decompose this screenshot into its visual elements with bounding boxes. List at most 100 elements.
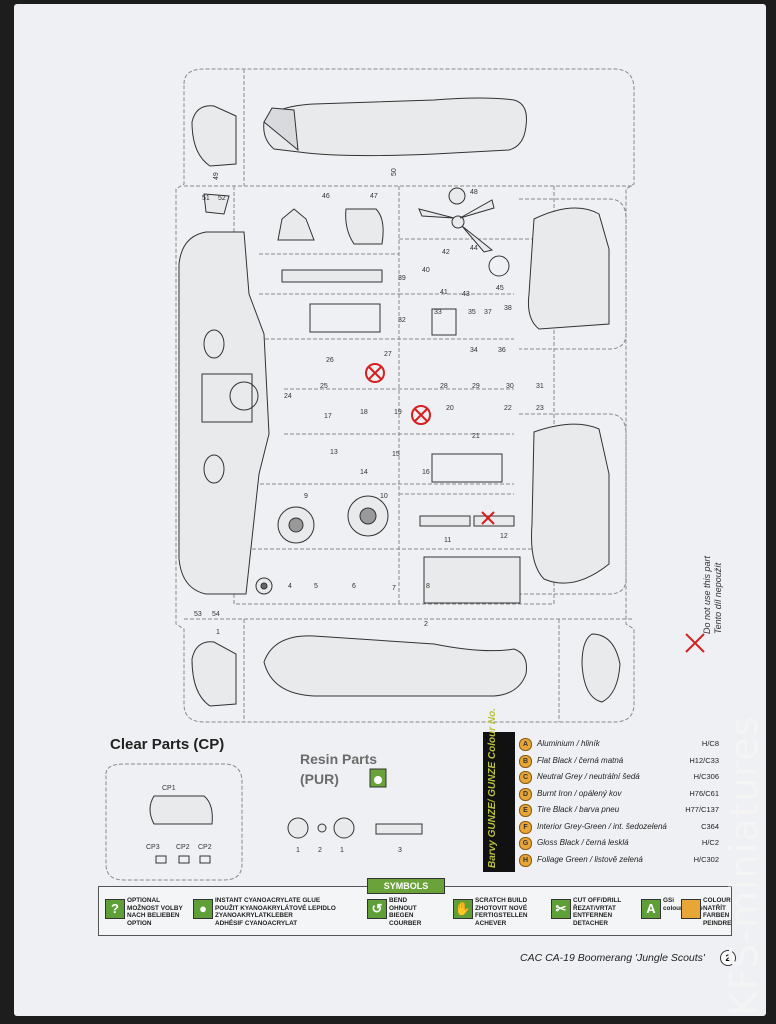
sprue-part-number: 31 <box>536 383 544 390</box>
sprue-part-number: 36 <box>498 347 506 354</box>
colour-name: Neutral Grey / neutrální šedá <box>537 772 640 781</box>
sprue-part-number: 45 <box>496 285 504 292</box>
symbol-line: ADHÉSIF CYANOACRYLAT <box>215 919 298 927</box>
colour-name: Interior Grey-Green / int. šedozelená <box>537 821 667 831</box>
sprue-part-number: 34 <box>470 347 478 354</box>
sprue-part-number: 9 <box>304 493 308 500</box>
symbols-header: SYMBOLS <box>367 878 445 894</box>
colour-code: H76/C61 <box>689 788 719 798</box>
sprue-part-number: 54 <box>212 611 220 618</box>
sprue-part-number: 47 <box>370 193 378 200</box>
sprue-part-number: 1 <box>216 629 220 636</box>
colour-name: Gloss Black / černá lesklá <box>537 838 629 847</box>
sprue-part-number: 15 <box>392 451 400 458</box>
colour-row: F Interior Grey-Green / int. šedozelená C3… <box>519 819 725 836</box>
sprue-part-number: 22 <box>504 405 512 412</box>
colour-badge-icon: A <box>519 738 532 751</box>
symbol-line: ZHOTOVIT NOVÉ <box>475 904 528 912</box>
scratch-build-icon: ✋ <box>453 899 473 919</box>
sprue-part-number: 18 <box>360 409 368 416</box>
question-icon: ? <box>105 899 125 919</box>
colour-code: H/C302 <box>693 854 719 864</box>
colour-badge-icon: B <box>519 754 532 768</box>
colour-table-side: Barvy GUNZE/ GUNZE Colour No. <box>483 707 515 872</box>
sprue-part-number: 24 <box>284 393 292 400</box>
colour-name: Tire Black / barva pneu <box>537 805 620 814</box>
colour-name: Aluminium / hliník <box>537 739 600 748</box>
sprue-part-number: 13 <box>330 449 338 456</box>
sprue-part-number: 46 <box>322 193 330 200</box>
sprue-part-number: 20 <box>446 405 454 412</box>
colour-code-icon: A <box>641 899 661 919</box>
symbol-line: COLOUR <box>703 897 731 904</box>
bend-icon: ↺ <box>367 899 387 919</box>
colour-table-side-label: Barvy GUNZE/ GUNZE Colour No. <box>487 707 498 868</box>
sprue-part-number: 12 <box>500 533 508 540</box>
watermark: KFS-miniatures <box>722 715 766 1016</box>
sprue-part-number: 30 <box>506 383 514 390</box>
do-not-use-cz: Tento díl nepoužít <box>713 562 723 634</box>
clear-parts-title: Clear Parts (CP) <box>110 736 225 753</box>
symbol-line: BEND <box>389 897 408 904</box>
colour-badge-icon: F <box>519 820 532 834</box>
sprue-part-number: 2 <box>424 621 428 628</box>
symbol-line: COURBER <box>389 919 422 927</box>
colour-row: C Neutral Grey / neutrální šedá H/C306 <box>519 769 725 786</box>
resin-title-line2: (PUR) <box>300 771 339 787</box>
symbol-line: GSi <box>663 897 675 904</box>
colour-code: C364 <box>701 821 719 831</box>
sprue-part-number: 42 <box>442 249 450 256</box>
sprue-part-number: 25 <box>320 383 328 390</box>
footer-title: CAC CA-19 Boomerang 'Jungle Scouts' <box>520 952 705 964</box>
resin-parts-title: Resin Parts (PUR) <box>300 749 377 789</box>
sprue-part-number: 39 <box>398 275 406 282</box>
cut-off-icon: ✂ <box>551 899 571 919</box>
sprue-part-number: 3 <box>14 4 18 6</box>
sprue-part-number: 52 <box>218 195 226 202</box>
colour-code: H12/C33 <box>689 755 719 765</box>
sprue-part-number: 53 <box>194 611 202 618</box>
symbol-line: ENTFERNEN <box>573 912 613 919</box>
sprue-part-number: 38 <box>504 305 512 312</box>
sprue-part-number: 4 <box>288 583 292 590</box>
resin-part-label: 1 <box>340 847 344 854</box>
sprue-part-number: 49 <box>213 172 220 180</box>
symbol-line: PEINDRE <box>703 919 732 927</box>
sprue-frame: 5049515246474844424041434539333537383234… <box>14 4 635 881</box>
sprue-part-number: 8 <box>426 583 430 590</box>
sprue-part-number: 50 <box>391 168 398 176</box>
sprue-part-number: 28 <box>440 383 448 390</box>
symbol-line: MOŽNOST VOLBY <box>127 904 183 912</box>
sprue-part-number: 19 <box>394 409 402 416</box>
sprue-part-number: 48 <box>470 189 478 196</box>
sprue-part-number: 33 <box>434 309 442 316</box>
colour-badge-icon: C <box>519 771 532 784</box>
colour-code: H77/C137 <box>685 805 719 814</box>
colour-code: H/C2 <box>701 838 719 847</box>
colour-code: H/C8 <box>701 739 719 748</box>
symbol-line: CUT OFF/DRILL <box>573 897 622 904</box>
sprue-part-number: 21 <box>472 433 480 440</box>
clear-part-label: CP2 <box>176 844 190 851</box>
symbol-line: SCRATCH BUILD <box>475 897 528 904</box>
symbol-line: OPTIONAL <box>127 897 161 904</box>
sprue-part-number: 41 <box>440 289 448 296</box>
colour-paint-icon <box>681 899 701 919</box>
colour-code: H/C306 <box>693 772 719 781</box>
symbol-line: DETACHER <box>573 919 609 927</box>
sprue-part-number: 26 <box>326 357 334 364</box>
glue-drop-icon: ● <box>193 899 213 919</box>
sprue-part-number: 44 <box>470 245 478 252</box>
symbol-line: NACH BELIEBEN <box>127 912 180 919</box>
colour-name: Burnt Iron / opálený kov <box>537 788 622 798</box>
